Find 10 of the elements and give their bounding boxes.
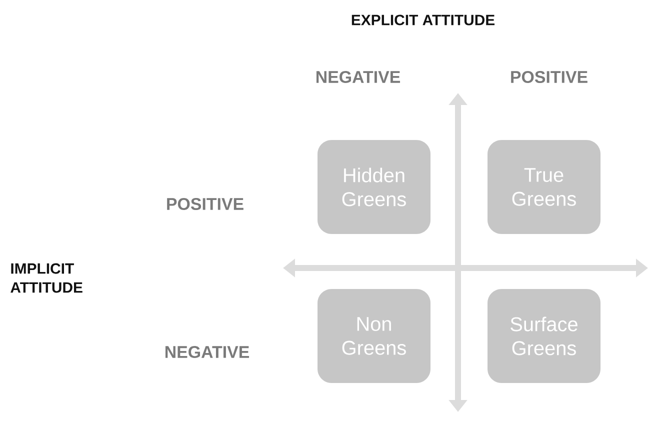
axis-label: NEGATIVE [165,346,250,358]
quadrant-box: Surface Greens [488,289,600,383]
axis-label: IMPLICIT ATTITUDE [10,263,82,293]
axis-label: POSITIVE [511,71,588,83]
axis-label: POSITIVE [167,198,244,210]
quadrant-box: Hidden Greens [318,140,430,234]
axis-label: EXPLICIT ATTITUDE [352,14,495,26]
axis-label: NEGATIVE [316,71,400,83]
quadrant-box: True Greens [488,140,600,234]
quadrant-box: Non Greens [318,289,430,383]
